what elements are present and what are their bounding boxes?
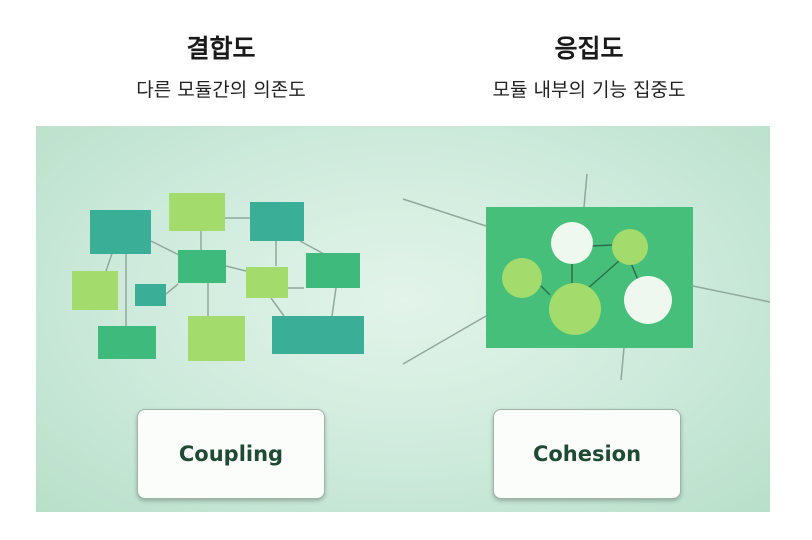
cohesion-function-circle xyxy=(624,276,672,324)
coupling-module-box xyxy=(250,202,304,241)
illustration-scene: Coupling Cohesion xyxy=(36,126,770,512)
cohesion-inner-line xyxy=(540,285,551,296)
coupling-heading: 결합도 다른 모듈간의 의존도 xyxy=(71,34,371,102)
cohesion-function-circle xyxy=(612,229,648,265)
coupling-module-box xyxy=(169,193,225,231)
cohesion-line xyxy=(620,347,625,381)
cohesion-function-circle xyxy=(551,222,593,264)
cohesion-inner-line xyxy=(585,259,621,291)
cohesion-line xyxy=(692,285,770,303)
coupling-module-box xyxy=(272,316,364,354)
coupling-line xyxy=(270,297,285,317)
cohesion-inner-connections xyxy=(540,243,639,296)
cohesion-function-circle xyxy=(549,283,601,335)
cohesion-line xyxy=(402,198,487,227)
coupling-module-box xyxy=(98,326,156,359)
coupling-label: Coupling xyxy=(178,442,284,466)
coupling-label-card: Coupling xyxy=(137,409,325,499)
coupling-module-box xyxy=(246,267,288,298)
coupling-module-box xyxy=(135,284,166,306)
coupling-line xyxy=(299,240,325,255)
cohesion-subtitle: 모듈 내부의 기능 집중도 xyxy=(492,79,686,101)
cohesion-outer-connections xyxy=(402,173,770,381)
coupling-module-box xyxy=(72,271,118,310)
coupling-line xyxy=(225,265,247,272)
cohesion-line xyxy=(583,173,588,208)
coupling-title: 결합도 xyxy=(186,34,256,63)
coupling-module-box xyxy=(188,316,245,361)
cohesion-title: 응집도 xyxy=(554,34,624,63)
coupling-module-box xyxy=(178,250,226,283)
cohesion-label-card: Cohesion xyxy=(493,409,681,499)
cohesion-heading: 응집도 모듈 내부의 기능 집중도 xyxy=(439,34,739,102)
illustration-svg xyxy=(72,173,770,381)
coupling-line xyxy=(331,287,337,317)
cohesion-inner-line xyxy=(630,262,639,281)
coupling-subtitle: 다른 모듈간의 의존도 xyxy=(136,79,306,101)
coupling-line xyxy=(165,283,179,295)
cohesion-line xyxy=(402,315,487,365)
cohesion-inner-line xyxy=(590,244,613,247)
cohesion-label: Cohesion xyxy=(532,442,642,466)
coupling-connections xyxy=(105,217,337,326)
coupling-module-box xyxy=(306,253,360,288)
cohesion-function-circle xyxy=(502,258,542,298)
coupling-module-box xyxy=(90,210,151,254)
